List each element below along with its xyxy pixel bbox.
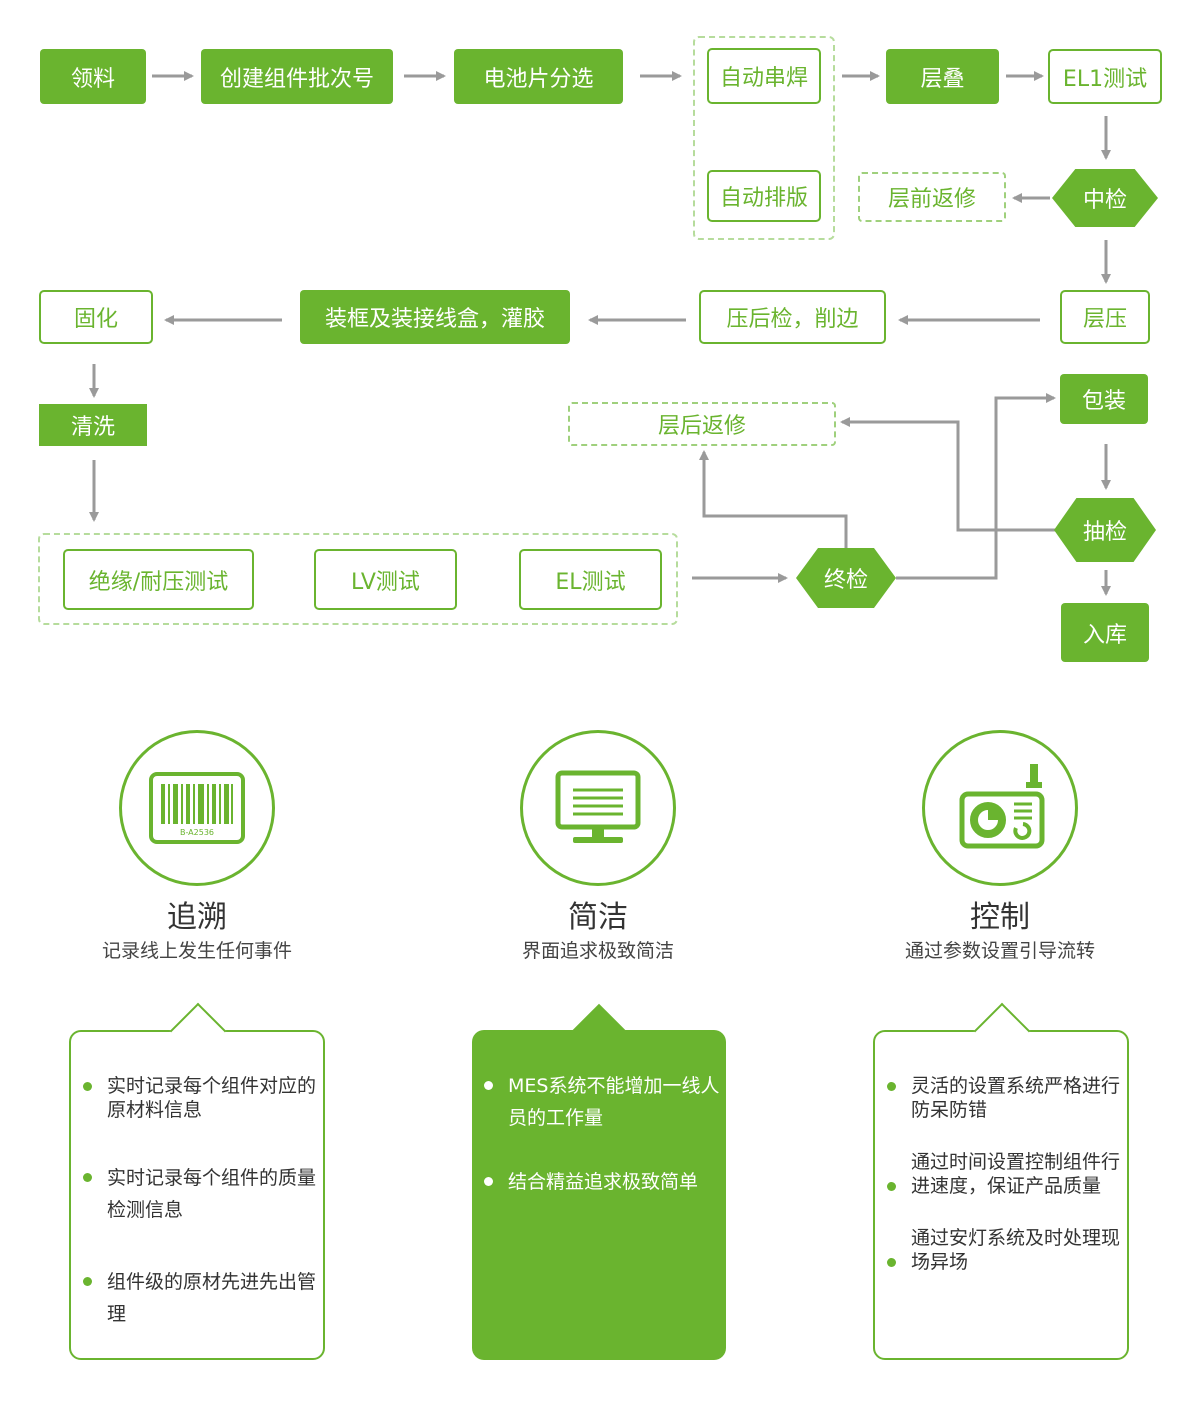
node-cleaning: 清洗 — [39, 404, 147, 446]
list-item: 通过安灯系统及时处理现场异场 — [875, 1226, 1127, 1274]
bullet-icon — [83, 1082, 92, 1091]
node-packing: 包装 — [1060, 374, 1148, 424]
arrow-finalcheck-to-packing — [896, 393, 1056, 580]
list-item: 灵活的设置系统严格进行防呆防错 — [875, 1074, 1127, 1122]
traceability-panel: 实时记录每个组件对应的原材料信息 实时记录每个组件的质量检测信息 组件级的原材先… — [69, 1002, 325, 1360]
node-insulation-test: 绝缘/耐压测试 — [63, 549, 254, 610]
node-sampling: 抽检 — [1054, 498, 1156, 562]
node-auto-string: 自动串焊 — [707, 48, 821, 104]
panel-notch — [570, 1003, 628, 1061]
bullet-icon — [887, 1182, 896, 1191]
bullet-icon — [887, 1082, 896, 1091]
node-post-check-trim: 压后检，削边 — [699, 290, 886, 344]
simplicity-title: 简洁 — [568, 900, 628, 935]
list-item: 组件级的原材先进先出管理 — [71, 1266, 323, 1330]
node-cell-sort: 电池片分选 — [454, 49, 623, 104]
node-el-test: EL测试 — [519, 549, 662, 610]
bullet-icon — [887, 1258, 896, 1267]
monitor-icon — [555, 770, 641, 843]
simplicity-panel: MES系统不能增加一线人员的工作量 结合精益追求极致简单 — [472, 1003, 726, 1360]
node-layup: 层叠 — [886, 49, 999, 104]
list-item: MES系统不能增加一线人员的工作量 — [472, 1070, 726, 1134]
bullet-icon — [484, 1081, 493, 1090]
node-el1-test: EL1测试 — [1048, 49, 1162, 104]
feature-control: 控制 通过参数设置引导流转 — [840, 730, 1160, 964]
feature-simplicity: 简洁 界面追求极致简洁 — [438, 730, 758, 964]
control-list: 灵活的设置系统严格进行防呆防错 通过时间设置控制组件行进速度，保证产品质量 通过… — [875, 1074, 1127, 1274]
list-item: 结合精益追求极致简单 — [472, 1166, 726, 1198]
panel-notch — [169, 1002, 227, 1060]
node-lamination: 层压 — [1060, 290, 1150, 344]
list-item: 实时记录每个组件对应的原材料信息 — [71, 1074, 323, 1122]
node-warehousing: 入库 — [1061, 603, 1149, 662]
arrow-sampling-to-postrework — [840, 417, 1056, 532]
control-title: 控制 — [970, 900, 1030, 935]
list-item: 实时记录每个组件的质量检测信息 — [71, 1162, 323, 1226]
simplicity-subtitle: 界面追求极致简洁 — [521, 940, 674, 962]
node-frame-junction: 装框及装接线盒，灌胶 — [300, 290, 570, 344]
control-icon-circle — [922, 730, 1078, 886]
control-subtitle: 通过参数设置引导流转 — [904, 940, 1095, 962]
node-lv-test: LV测试 — [314, 549, 457, 610]
node-mid-check: 中检 — [1052, 169, 1158, 227]
panel-notch — [973, 1002, 1031, 1060]
node-lingliao: 领料 — [40, 49, 146, 104]
node-final-check: 终检 — [796, 548, 896, 608]
test-group — [38, 533, 678, 625]
welding-layout-group — [693, 36, 835, 240]
traceability-list: 实时记录每个组件对应的原材料信息 实时记录每个组件的质量检测信息 组件级的原材先… — [71, 1074, 323, 1330]
feature-traceability: B-A2536 追溯 记录线上发生任何事件 — [37, 730, 357, 964]
bullet-icon — [484, 1177, 493, 1186]
node-curing: 固化 — [39, 290, 153, 344]
simplicity-icon-circle — [520, 730, 676, 886]
node-pre-rework: 层前返修 — [858, 172, 1006, 222]
bullet-icon — [83, 1277, 92, 1286]
bullet-icon — [83, 1173, 92, 1182]
barcode-icon: B-A2536 — [149, 772, 245, 844]
traceability-icon-circle: B-A2536 — [119, 730, 275, 886]
traceability-title: 追溯 — [167, 900, 227, 935]
traceability-subtitle: 记录线上发生任何事件 — [101, 940, 292, 962]
node-create-batch: 创建组件批次号 — [201, 49, 393, 104]
list-item: 通过时间设置控制组件行进速度，保证产品质量 — [875, 1150, 1127, 1198]
flow-connectors — [89, 71, 1111, 596]
node-post-rework: 层后返修 — [568, 402, 836, 446]
arrow-finalcheck-to-postrework — [699, 450, 848, 548]
barcode-text: B-A2536 — [180, 828, 214, 837]
control-device-icon — [959, 764, 1045, 849]
simplicity-list: MES系统不能增加一线人员的工作量 结合精益追求极致简单 — [472, 1070, 726, 1198]
node-auto-layout: 自动排版 — [707, 170, 821, 222]
control-panel: 灵活的设置系统严格进行防呆防错 通过时间设置控制组件行进速度，保证产品质量 通过… — [873, 1002, 1129, 1360]
